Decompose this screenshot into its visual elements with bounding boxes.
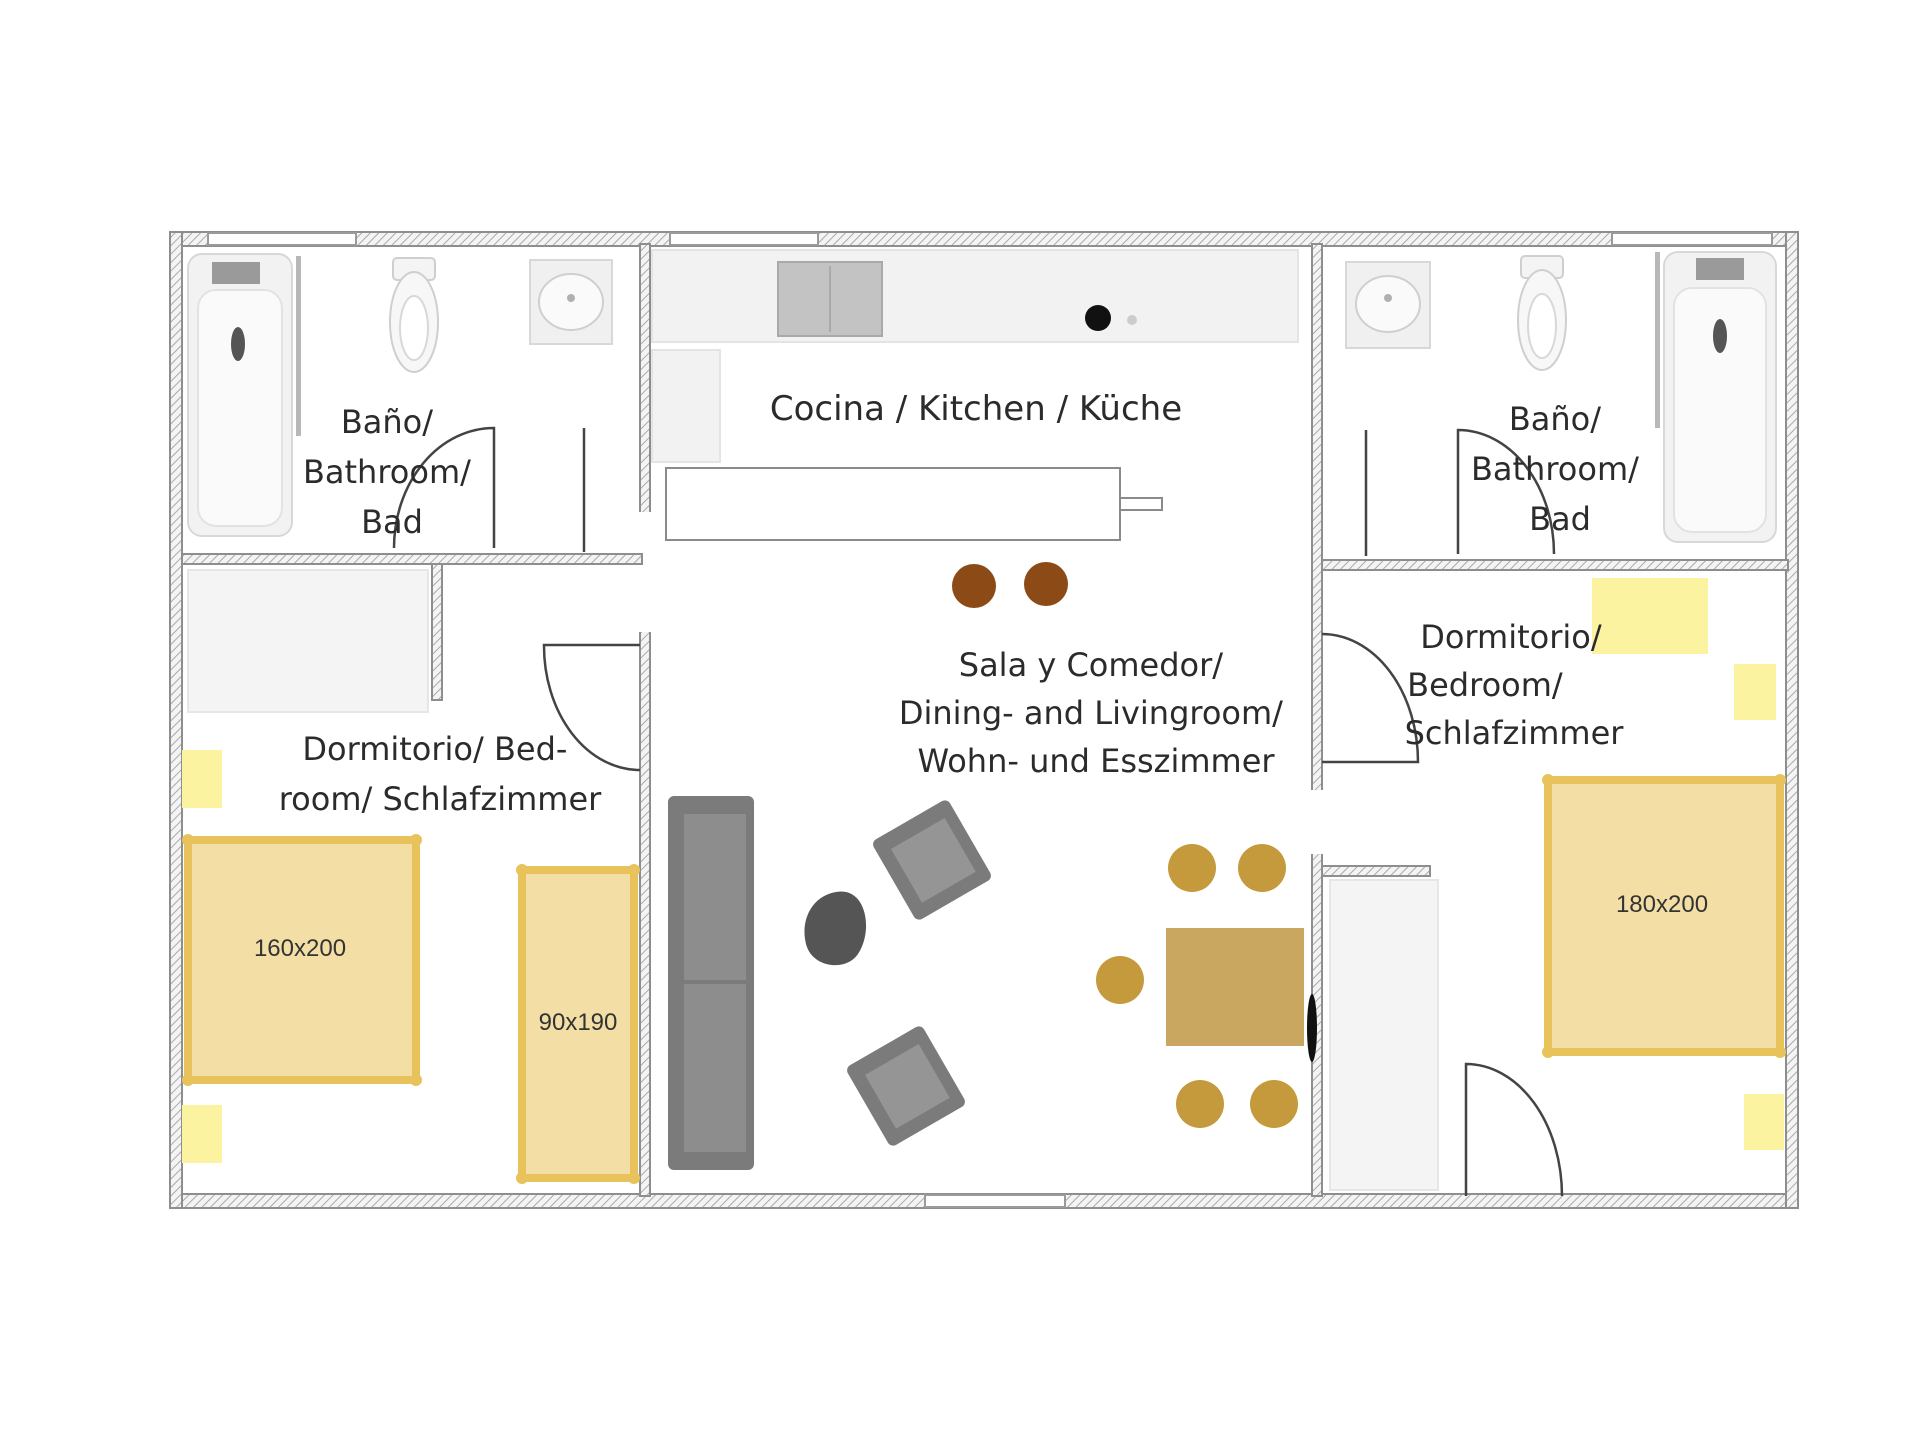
toilet-right: [1517, 255, 1567, 371]
window-top-right: [1611, 232, 1773, 246]
living-line-3: Wohn- und Esszimmer: [917, 742, 1275, 780]
bed-double-right: [1544, 776, 1784, 1056]
bar-stool-1: [952, 564, 996, 608]
bedroom-right-line-3: Schlafzimmer: [1405, 714, 1625, 752]
faucet: [212, 262, 260, 284]
bathtub-inner: [197, 289, 283, 527]
sofa: [668, 796, 754, 1170]
chair-2: [1238, 844, 1286, 892]
bathroom-right: Baño/ Bathroom/ Bad: [1345, 251, 1777, 556]
stove-light-icon: [1127, 315, 1137, 325]
bed-double-right-label: 180x200: [1616, 891, 1708, 918]
bedroom-right-label: Dormitorio/ Bedroom/ Schlafzimmer: [1405, 618, 1625, 752]
bedroom-right-line-1: Dormitorio/: [1420, 618, 1602, 656]
dining-lamp: [1307, 994, 1317, 1062]
door-bedroom-right: [1321, 632, 1420, 764]
wall-bath-bedroom-right: [1321, 559, 1789, 571]
faucet-right: [1696, 258, 1744, 280]
armchair-top: [873, 800, 991, 920]
bed-double-left: [184, 836, 420, 1084]
wall-closet-left: [431, 563, 443, 701]
bedroom-left: 160x200 90x190 Dormitorio/ Bed- room/ Sc…: [182, 569, 641, 1184]
stove-knob-icon: [1085, 305, 1111, 331]
armchair-bottom: [847, 1026, 965, 1146]
door-bedroom-left: [542, 643, 641, 772]
door-bath-left: [392, 426, 586, 552]
drain: [231, 327, 245, 361]
opening-right-living: [1311, 790, 1323, 854]
bathroom-left: Baño/ Bathroom/ Bad: [187, 253, 613, 552]
sink: [529, 259, 613, 345]
wardrobe-left: [187, 569, 429, 713]
chair-1: [1168, 844, 1216, 892]
counter-top: [651, 249, 1299, 343]
lamp-right-top: [1592, 578, 1708, 654]
wall-living-right: [1311, 243, 1323, 1197]
bath-right-line-2: Bathroom/: [1471, 450, 1639, 488]
bedroom-left-line-2: room/ Schlafzimmer: [279, 780, 602, 818]
dining-chairs: [1096, 844, 1298, 1128]
shower-screen: [296, 256, 301, 436]
living-room: Sala y Comedor/ Dining- and Livingroom/ …: [668, 562, 1317, 1170]
shower-screen-right: [1655, 252, 1660, 428]
bed-double-left-label: 160x200: [254, 935, 346, 962]
living-line-1: Sala y Comedor/: [959, 646, 1224, 684]
living-label: Sala y Comedor/ Dining- and Livingroom/ …: [899, 646, 1293, 780]
chair-3: [1096, 956, 1144, 1004]
outer-wall-right: [1785, 231, 1799, 1209]
outer-wall-top: [169, 231, 1799, 247]
bath-right-line-3: Bad: [1529, 500, 1591, 538]
bar-stool-2: [1024, 562, 1068, 606]
bedroom-left-line-1: Dormitorio/ Bed-: [302, 730, 567, 768]
bedroom-left-label: Dormitorio/ Bed- room/ Schlafzimmer: [279, 730, 602, 818]
sink-right: [1345, 261, 1431, 349]
wall-bath-bedroom-left: [181, 553, 643, 565]
chair-4: [1176, 1080, 1224, 1128]
lamp-left-top: [182, 750, 222, 808]
window-bottom-living: [924, 1194, 1066, 1208]
side-table: [804, 891, 867, 966]
bath-left-line-3: Bad: [361, 503, 423, 541]
door-bedroom-right-bottom: [1464, 1062, 1564, 1197]
bed-single-left: [518, 866, 638, 1182]
wall-closet-right: [1321, 865, 1431, 877]
bed-single-left-label: 90x190: [539, 1009, 618, 1036]
window-top-kitchen: [669, 232, 819, 246]
kitchen-bar-end: [1119, 497, 1163, 511]
lamp-right-bottom: [1744, 1094, 1784, 1150]
bedroom-right-line-2: Bedroom/: [1407, 666, 1563, 704]
walls: [169, 231, 1799, 1209]
lamp-right-mid: [1734, 664, 1776, 720]
counter-side: [651, 349, 721, 463]
bath-left-line-2: Bathroom/: [303, 453, 471, 491]
window-top-left: [207, 232, 357, 246]
bathtub-right-inner: [1673, 287, 1767, 533]
toilet: [389, 257, 439, 373]
wall-left-living: [639, 243, 651, 1197]
living-line-2: Dining- and Livingroom/: [899, 694, 1283, 732]
wardrobe-right: [1329, 879, 1439, 1191]
bath-left-label: Baño/ Bathroom/ Bad: [303, 403, 481, 541]
kitchen-label: Cocina / Kitchen / Küche: [770, 389, 1182, 429]
kitchen: Cocina / Kitchen / Küche: [651, 249, 1299, 541]
lamp-left-bottom: [182, 1105, 222, 1163]
door-bath-right: [1364, 428, 1556, 556]
dining-table: [1166, 928, 1304, 1046]
kitchen-bar: [665, 467, 1121, 541]
chair-5: [1250, 1080, 1298, 1128]
bath-right-label: Baño/ Bathroom/ Bad: [1471, 400, 1649, 538]
opening-left-living: [639, 512, 651, 632]
bath-left-line-1: Baño/: [341, 403, 433, 441]
bath-right-line-1: Baño/: [1509, 400, 1601, 438]
drain-right: [1713, 319, 1727, 353]
outer-wall-left: [169, 231, 183, 1209]
bedroom-right: 180x200 Dormitorio/ Bedroom/ Schlafzimme…: [1321, 578, 1786, 1197]
